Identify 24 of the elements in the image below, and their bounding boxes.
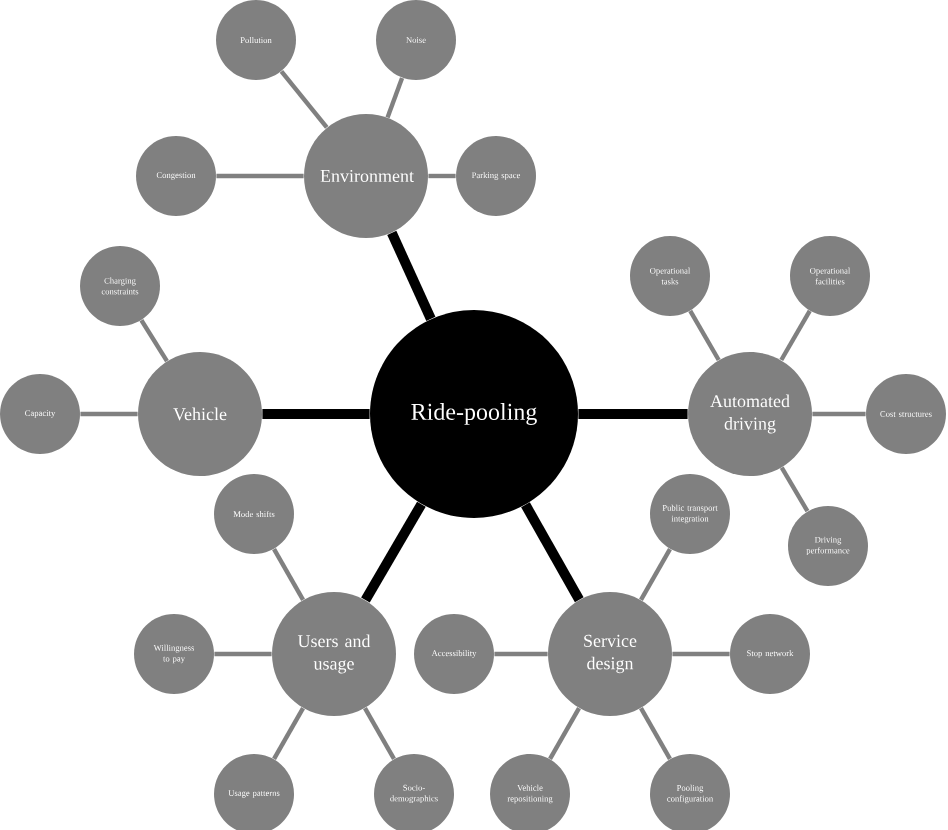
connector <box>688 309 721 362</box>
connector <box>139 319 169 363</box>
connector <box>214 651 272 657</box>
connector <box>672 651 730 657</box>
connector <box>272 707 305 760</box>
connector <box>779 309 812 362</box>
connector <box>80 411 138 417</box>
connector <box>272 547 305 601</box>
connector <box>428 173 456 179</box>
connector <box>385 77 405 119</box>
connector <box>639 707 672 760</box>
connector <box>363 707 396 760</box>
connector <box>361 501 426 603</box>
connector <box>578 409 688 419</box>
connector <box>262 409 370 419</box>
connector <box>548 707 581 760</box>
connector <box>387 230 436 321</box>
connector <box>779 466 810 513</box>
connector <box>639 547 672 601</box>
connector <box>279 70 329 129</box>
connector <box>216 173 304 179</box>
connector <box>521 502 584 603</box>
connector <box>812 411 866 417</box>
connector <box>494 651 548 657</box>
